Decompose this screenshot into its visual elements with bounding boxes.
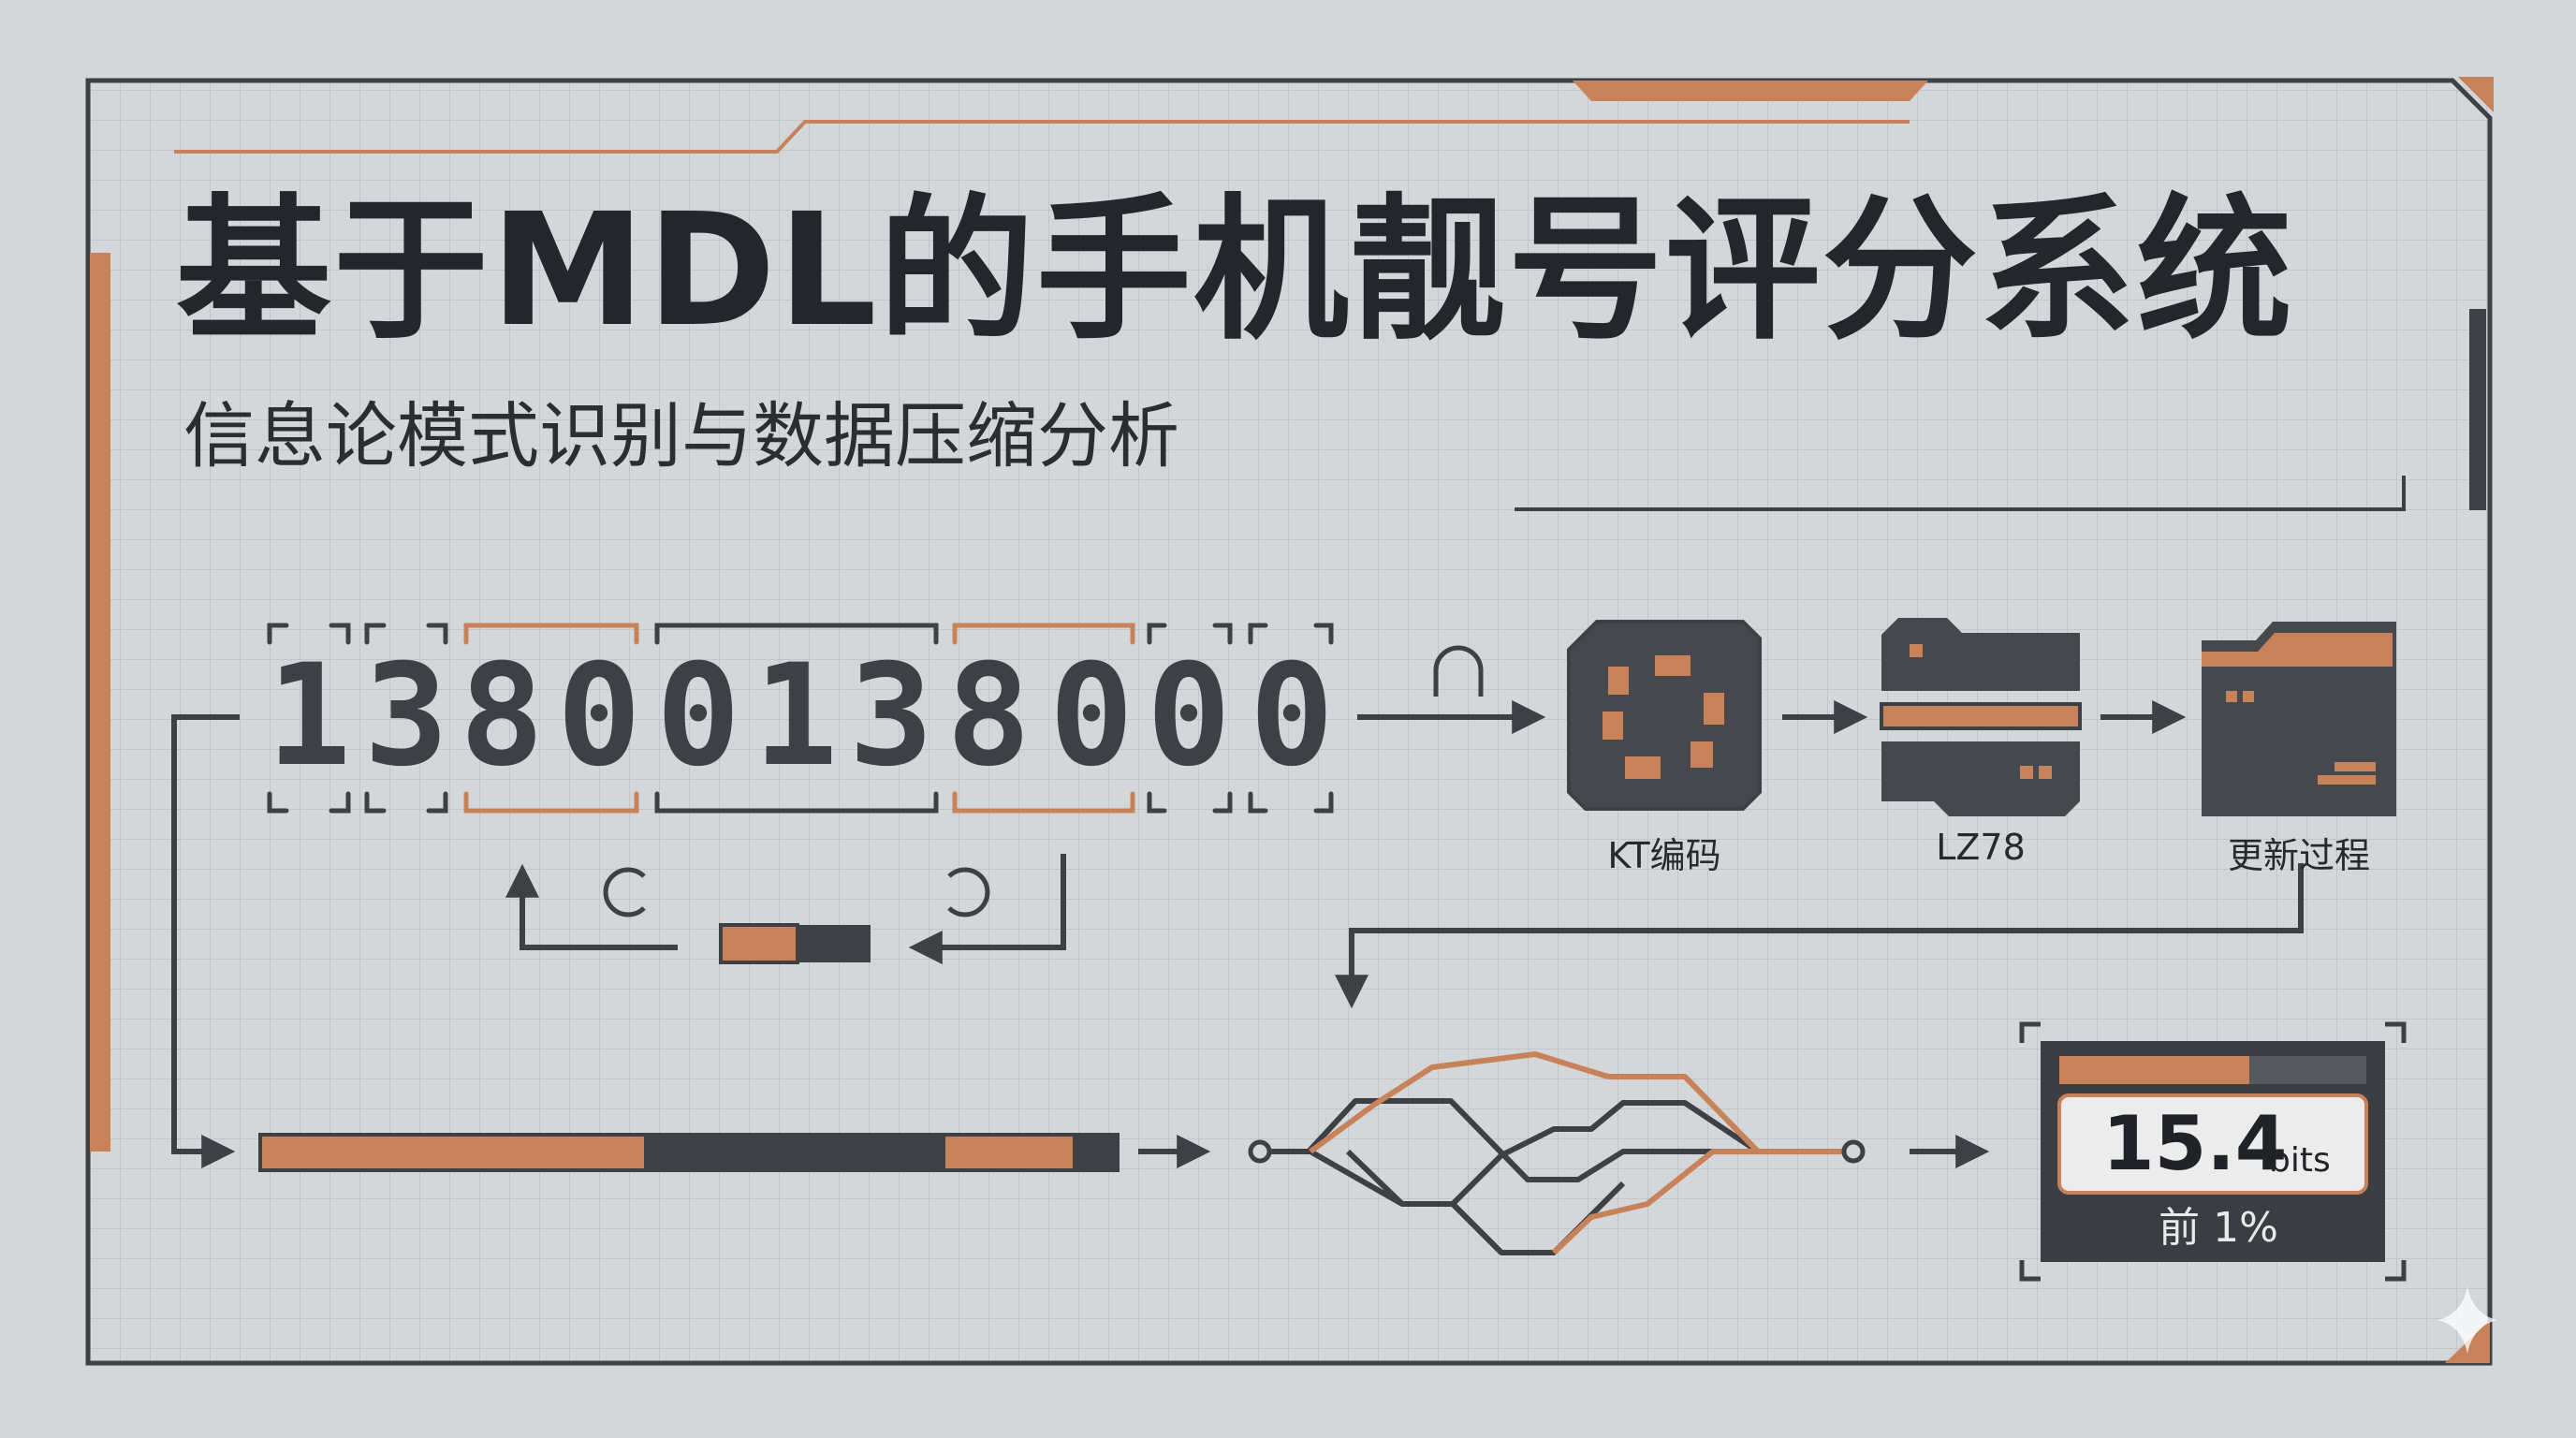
score-value: 15.4 bbox=[2102, 1100, 2288, 1187]
pipeline-label-lz78: LZ78 bbox=[1936, 827, 2026, 868]
digit-brackets bbox=[267, 623, 1334, 814]
path-network bbox=[1248, 1051, 1866, 1255]
sparkle-icon bbox=[2437, 1286, 2497, 1354]
phone-digit: 1 bbox=[753, 635, 839, 798]
phone-digit: 0 bbox=[556, 635, 642, 798]
right-dark-bar bbox=[2469, 309, 2486, 510]
frame-accent-top bbox=[1573, 81, 1928, 101]
score-rank: 前 1% bbox=[2159, 1204, 2278, 1252]
kt-coding-chip-icon bbox=[1567, 620, 1762, 811]
encoded-sequence-bar bbox=[258, 1133, 1120, 1172]
phone-digit: 0 bbox=[1249, 635, 1335, 798]
score-panel bbox=[2019, 1021, 2407, 1282]
phone-digit: 8 bbox=[945, 635, 1032, 798]
outer-frame bbox=[85, 78, 2493, 1366]
phone-digit: 8 bbox=[459, 635, 545, 798]
title-rule-top bbox=[174, 120, 1910, 154]
phone-digit: 0 bbox=[1048, 635, 1134, 798]
phone-digit: 3 bbox=[848, 635, 934, 798]
phone-digit: 0 bbox=[655, 635, 741, 798]
feedback-loop bbox=[505, 854, 1066, 964]
score-meter bbox=[2059, 1056, 2249, 1084]
score-unit: bits bbox=[2269, 1141, 2331, 1180]
pipeline-label-kt: KT编码 bbox=[1607, 835, 1721, 876]
pipeline-label-update: 更新过程 bbox=[2227, 835, 2370, 876]
page-title: 基于MDL的手机靓号评分系统 bbox=[176, 181, 2294, 361]
phone-digit: 3 bbox=[363, 635, 449, 798]
lz78-dictionary-icon bbox=[1880, 618, 2082, 816]
phone-digit: 1 bbox=[266, 635, 352, 798]
loop-state-bar bbox=[719, 923, 871, 964]
phone-digit: 0 bbox=[1146, 635, 1232, 798]
update-return-route bbox=[1335, 863, 2304, 1009]
redo-icon bbox=[1433, 645, 1484, 697]
frame-accent-corner bbox=[2458, 77, 2494, 112]
update-process-folder-icon bbox=[2202, 622, 2396, 816]
subtitle-rule bbox=[1515, 476, 2406, 511]
input-route bbox=[171, 714, 240, 1168]
left-accent-bar bbox=[90, 253, 110, 1152]
page-subtitle: 信息论模式识别与数据压缩分析 bbox=[183, 394, 1179, 477]
